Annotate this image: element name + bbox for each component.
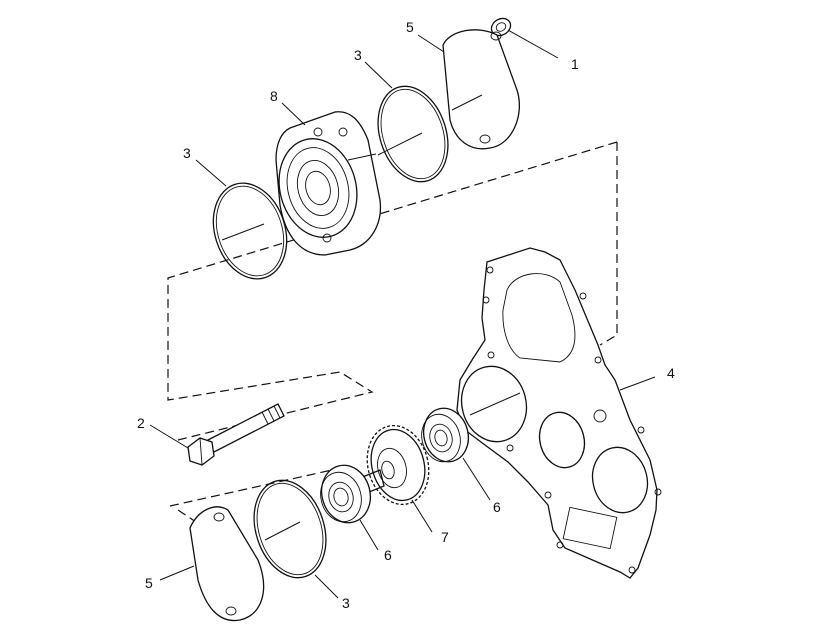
bolt	[187, 403, 285, 466]
callout-label-6a: 6	[384, 547, 392, 563]
assembly-guide-lines	[167, 141, 618, 529]
housing	[275, 111, 382, 256]
seal-top-left	[212, 182, 288, 280]
callout-label-8: 8	[270, 88, 278, 104]
callout-label-5b: 5	[145, 575, 153, 591]
callout-label-1: 1	[571, 56, 579, 72]
callout-label-3c: 3	[342, 595, 350, 611]
callout-label-5a: 5	[406, 19, 414, 35]
callout-label-2: 2	[137, 415, 145, 431]
plate	[456, 247, 662, 579]
bearing-bottom	[320, 464, 372, 524]
callout-label-3a: 3	[183, 145, 191, 161]
callout-label-7: 7	[441, 529, 449, 545]
bearing-right	[421, 407, 470, 463]
callout-label-6b: 6	[493, 499, 501, 515]
callout-labels: 1 2 3 3 3 4 5 5 6 6 7 8	[137, 19, 675, 611]
seal-top-right	[377, 85, 449, 183]
seal-bottom	[253, 479, 327, 579]
cover-bottom	[189, 506, 265, 622]
cover-top	[442, 29, 521, 150]
callout-leaders	[149, 29, 656, 599]
gear	[359, 424, 430, 506]
callout-label-3b: 3	[354, 47, 362, 63]
nut-top	[490, 17, 512, 37]
callout-label-4: 4	[667, 365, 675, 381]
